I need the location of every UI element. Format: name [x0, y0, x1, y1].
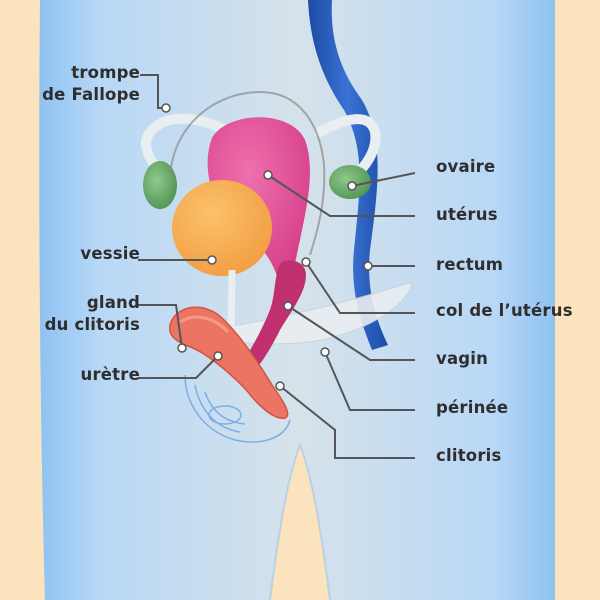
- vulva-outline: [184, 374, 291, 443]
- label-glans-line2: du clitoris: [44, 315, 140, 334]
- leader-dots: [161, 103, 373, 391]
- bladder-shape: [172, 180, 272, 276]
- label-fallopian-line1: trompe: [71, 63, 140, 82]
- label-ovary: ovaire: [436, 157, 496, 176]
- label-clitoris: clitoris: [436, 446, 502, 465]
- label-uterus: utérus: [436, 205, 498, 224]
- label-fallopian-tube: trompe de Fallope: [42, 62, 140, 106]
- label-rectum: rectum: [436, 255, 504, 274]
- label-vagina: vagin: [436, 349, 489, 368]
- label-bladder: vessie: [80, 244, 140, 263]
- label-cervix: col de l’utérus: [436, 301, 573, 320]
- fallopian-tubes: [141, 113, 381, 183]
- cervix-shape: [236, 260, 306, 380]
- label-glans-line1: gland: [86, 293, 140, 312]
- label-urethra: urètre: [80, 365, 140, 384]
- clitoris-shape: [168, 306, 289, 419]
- ovary-left-shape: [143, 161, 177, 209]
- label-clitoral-glans: gland du clitoris: [45, 292, 140, 336]
- broad-ligament: [169, 90, 326, 256]
- label-perineum: périnée: [436, 398, 509, 417]
- perineum-shape: [209, 281, 413, 345]
- label-fallopian-line2: de Fallope: [42, 85, 140, 104]
